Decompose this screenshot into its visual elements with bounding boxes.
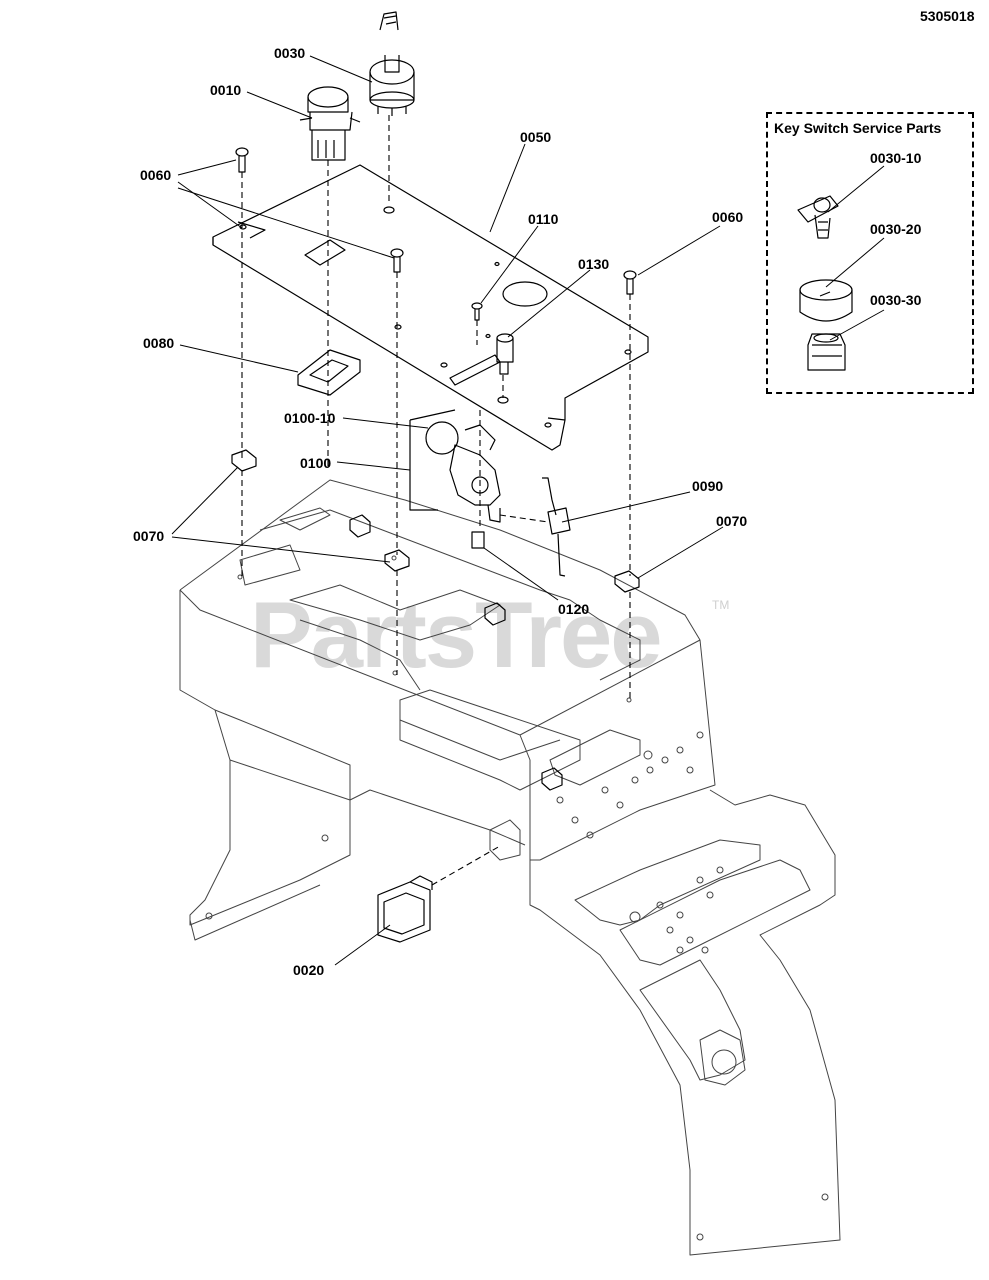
callout-0050[interactable]: 0050	[520, 129, 552, 145]
bolts	[235, 147, 637, 295]
pto-switch	[299, 86, 361, 161]
callout-0030-30[interactable]: 0030-30	[870, 292, 922, 308]
inset-nut	[807, 333, 846, 371]
diagram-number: 5305018	[920, 8, 975, 24]
trademark-mark: TM	[712, 598, 730, 612]
callout-0060-left[interactable]: 0060	[140, 167, 172, 183]
grommet-bezel	[297, 349, 361, 396]
inset-key	[797, 195, 839, 239]
watermark: PartsTree	[250, 582, 663, 687]
control-panel-plate	[212, 164, 649, 451]
callout-0020[interactable]: 0020	[293, 962, 325, 978]
frame-clip-nuts	[349, 514, 563, 791]
inset-title: Key Switch Service Parts	[774, 120, 942, 136]
callout-0090[interactable]: 0090	[692, 478, 724, 494]
seat-switch	[377, 875, 433, 943]
key-switch	[369, 11, 415, 116]
leader-lines	[171, 55, 885, 966]
assembly-lines	[241, 115, 631, 886]
clip-nuts-0070	[231, 449, 640, 593]
inset-box	[766, 112, 974, 394]
frame-pedestal	[179, 479, 841, 1256]
callout-0010[interactable]: 0010	[210, 82, 242, 98]
cable-assembly	[471, 477, 571, 577]
callout-0030-20[interactable]: 0030-20	[870, 221, 922, 237]
callout-0120[interactable]: 0120	[558, 601, 590, 617]
callout-0110[interactable]: 0110	[528, 211, 559, 227]
callout-0070-left[interactable]: 0070	[133, 528, 165, 544]
callout-0100[interactable]: 0100	[300, 455, 332, 471]
callout-0070-right[interactable]: 0070	[716, 513, 748, 529]
callout-0060-right[interactable]: 0060	[712, 209, 744, 225]
callout-0030-10[interactable]: 0030-10	[870, 150, 922, 166]
callout-0080[interactable]: 0080	[143, 335, 175, 351]
inset-cap	[799, 279, 853, 322]
callout-0130[interactable]: 0130	[578, 256, 610, 272]
callout-0030[interactable]: 0030	[274, 45, 306, 61]
callout-0100-10[interactable]: 0100-10	[284, 410, 336, 426]
throttle-lever	[409, 409, 501, 523]
